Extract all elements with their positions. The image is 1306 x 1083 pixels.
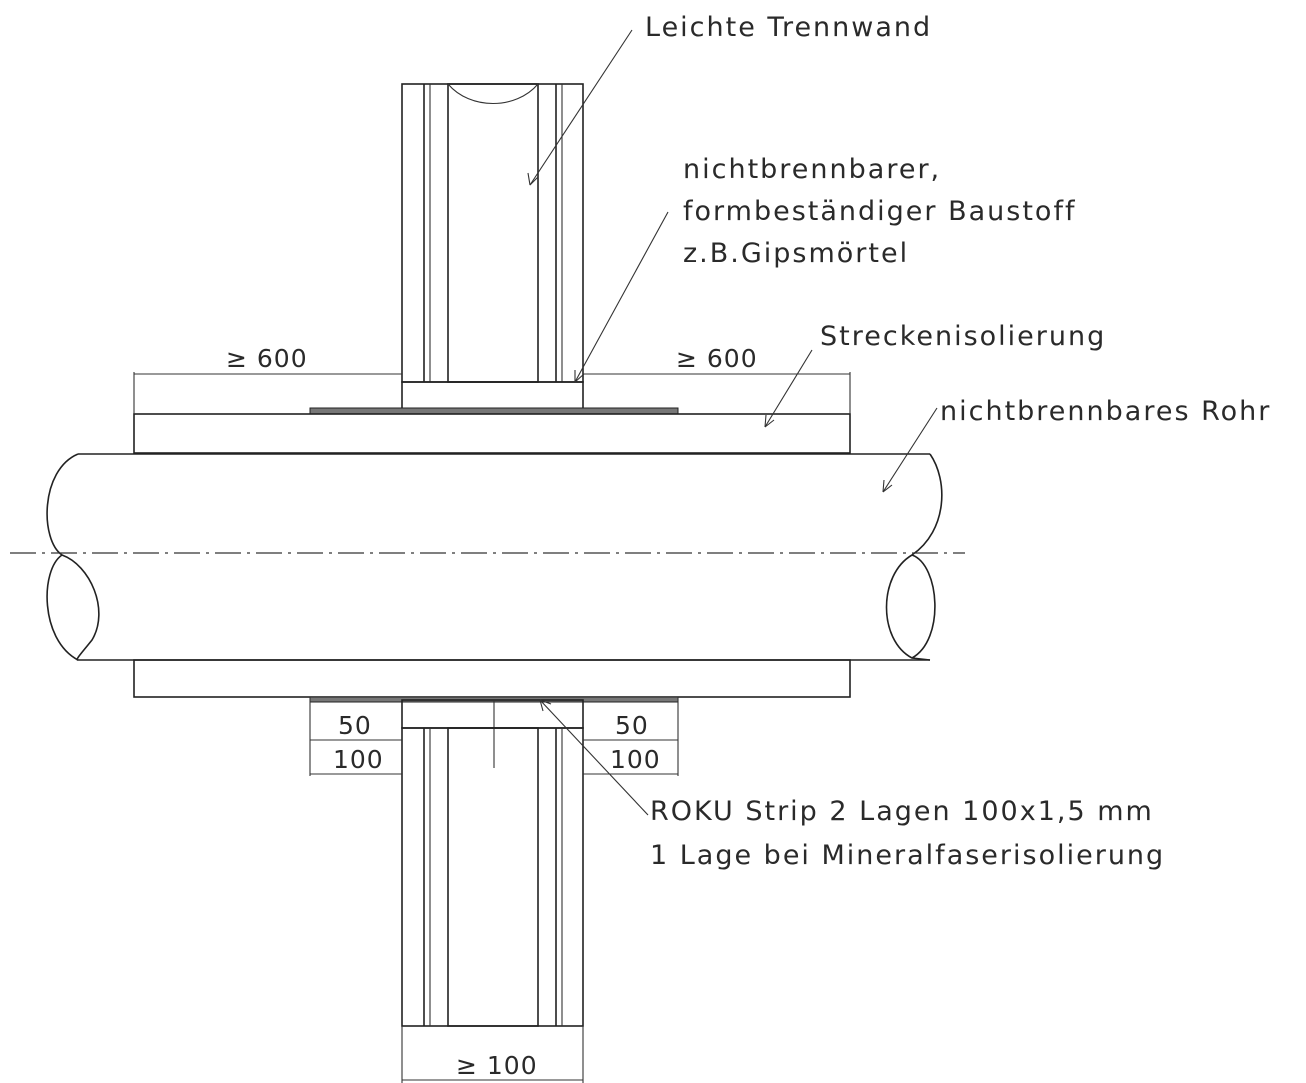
strip-label-line1: ROKU Strip 2 Lagen 100x1,5 mm xyxy=(650,796,1154,827)
lower-wall xyxy=(401,727,584,1027)
filler-label-line2: formbeständiger Baustoff xyxy=(683,196,1076,227)
dimension-lines xyxy=(133,372,851,1083)
strip-top xyxy=(309,407,679,415)
dim-left-length: ≥ 600 xyxy=(226,344,308,373)
dim-right-length: ≥ 600 xyxy=(676,344,758,373)
dim-right-strip-top: 50 xyxy=(615,711,649,740)
dim-right-strip-bottom: 100 xyxy=(610,745,661,774)
strip-label-line2: 1 Lage bei Mineralfaserisolierung xyxy=(650,840,1165,871)
insulation-top xyxy=(133,413,851,454)
pipe-label: nichtbrennbares Rohr xyxy=(940,396,1271,427)
wall-label: Leichte Trennwand xyxy=(645,12,932,43)
filler-label-line3: z.B.Gipsmörtel xyxy=(683,238,909,269)
insulation-label: Streckenisolierung xyxy=(820,321,1106,352)
dim-wall-width: ≥ 100 xyxy=(456,1051,538,1080)
filler-label-line1: nichtbrennbarer, xyxy=(683,154,941,185)
leader-lines xyxy=(527,29,938,816)
dim-left-strip-top: 50 xyxy=(338,711,372,740)
dim-left-strip-bottom: 100 xyxy=(333,745,384,774)
